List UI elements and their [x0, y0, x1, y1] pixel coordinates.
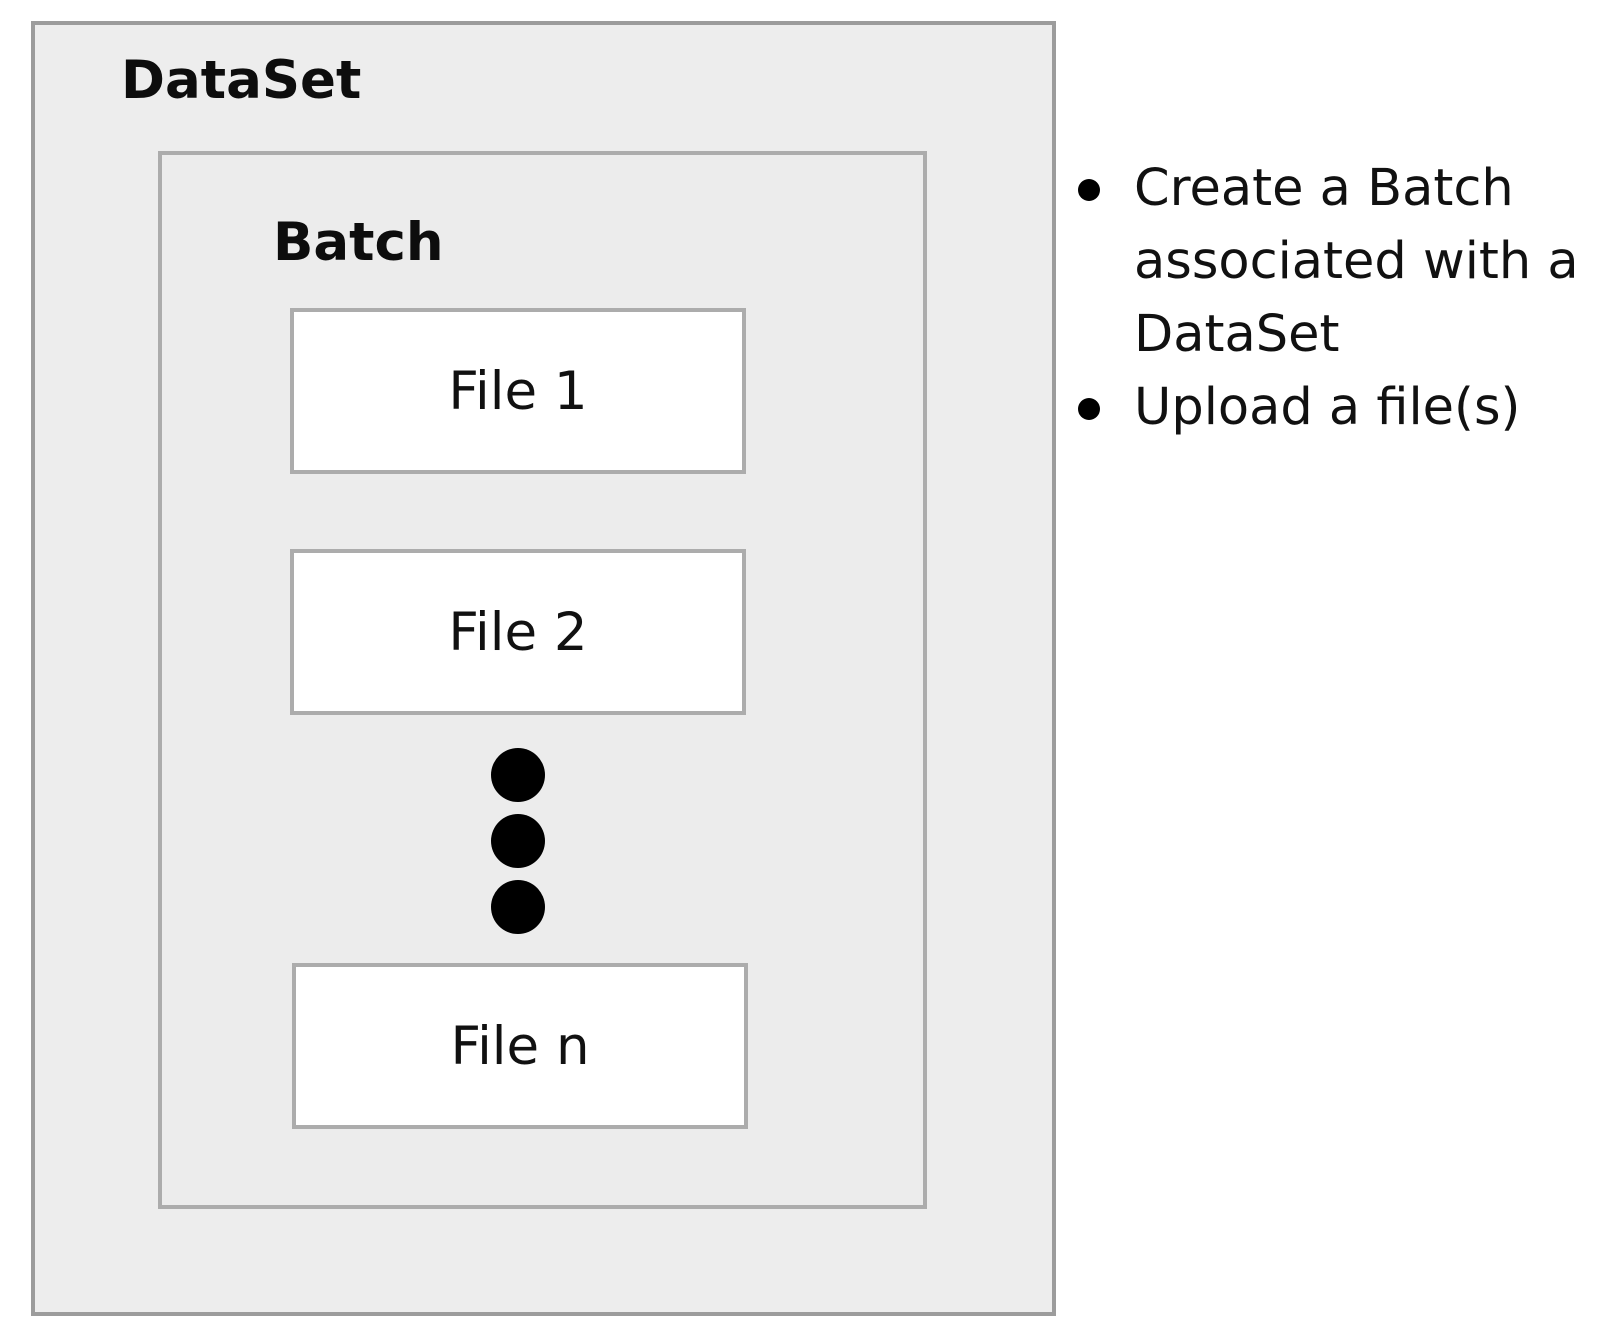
step-text: Create a Batch associated with a DataSet	[1134, 159, 1579, 364]
file-label: File 2	[448, 601, 588, 663]
step-item-create-batch: Create a Batch associated with a DataSet	[1078, 152, 1598, 371]
file-box-n: File n	[292, 963, 748, 1129]
step-text: Upload a file(s)	[1134, 378, 1521, 437]
batch-title: Batch	[273, 212, 444, 273]
file-label: File 1	[448, 360, 588, 422]
file-label: File n	[450, 1015, 590, 1077]
dataset-title: DataSet	[121, 50, 362, 111]
bullet-icon	[1078, 398, 1100, 420]
file-box-2: File 2	[290, 549, 746, 715]
step-item-upload-files: Upload a file(s)	[1078, 371, 1598, 444]
ellipsis-dot-icon	[491, 814, 545, 868]
ellipsis-dot-icon	[491, 880, 545, 934]
bullet-icon	[1078, 179, 1100, 201]
file-box-1: File 1	[290, 308, 746, 474]
steps-list: Create a Batch associated with a DataSet…	[1078, 152, 1598, 444]
ellipsis-dot-icon	[491, 748, 545, 802]
